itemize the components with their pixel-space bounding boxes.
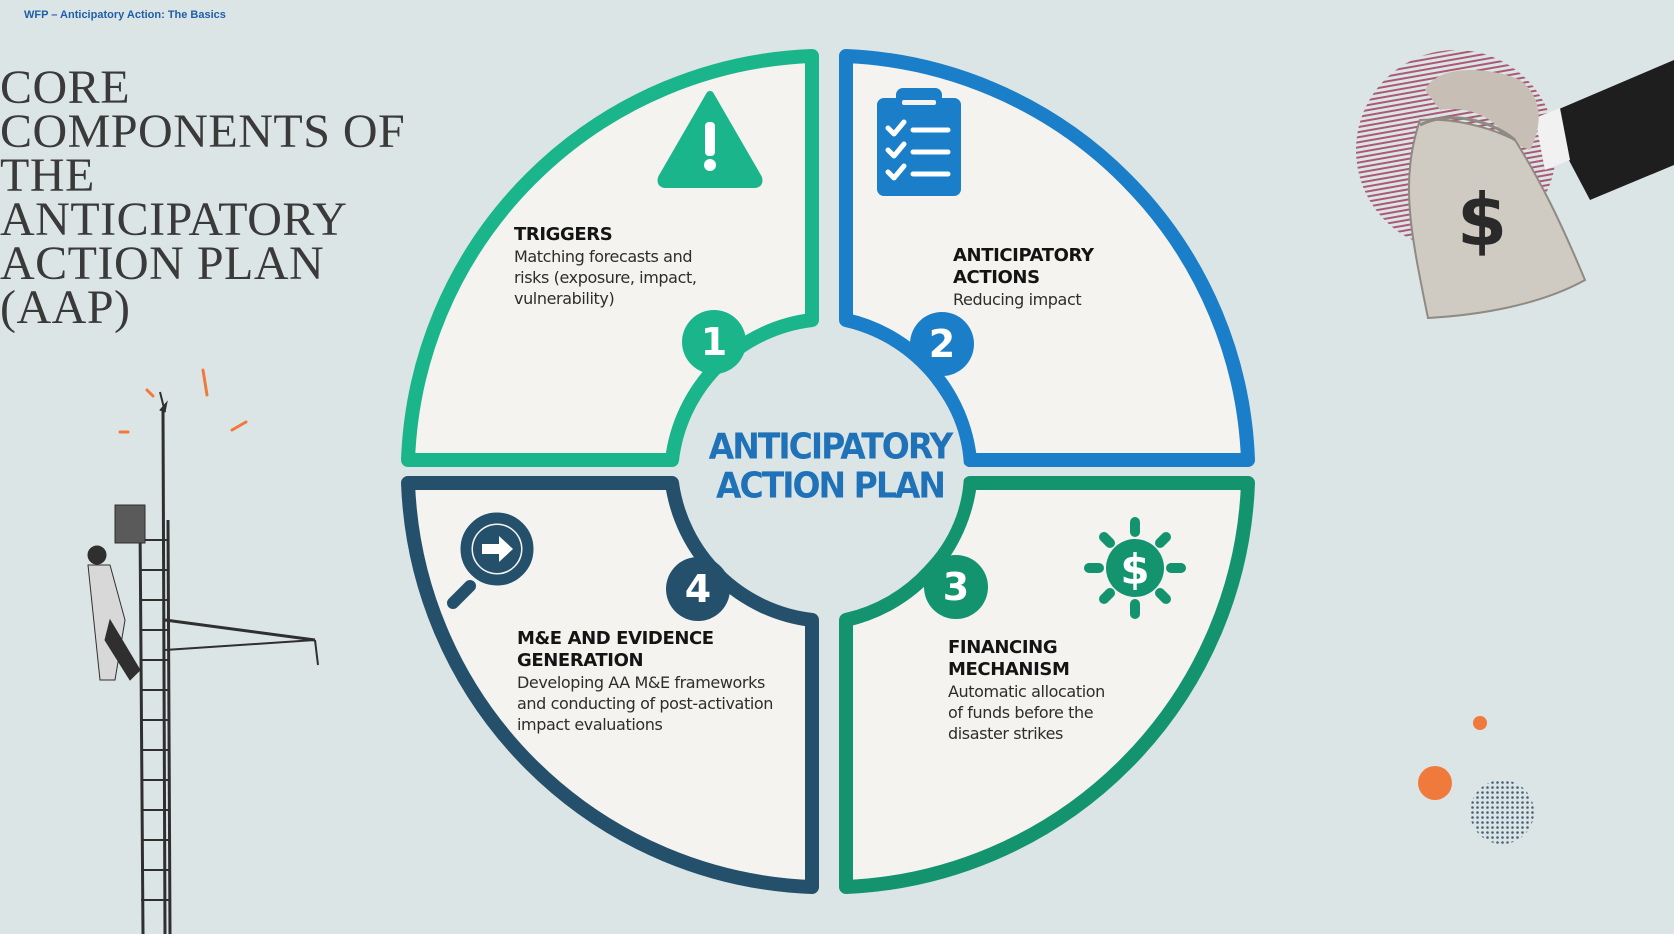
- page-title: CORE COMPONENTS OF THE ANTICIPATORY ACTI…: [0, 61, 460, 334]
- title-line: ACTION PLAN: [0, 237, 325, 290]
- triggers-desc-line: vulnerability): [514, 289, 615, 308]
- center-title-line: ANTICIPATORY: [708, 424, 954, 468]
- dollar-sun-icon: $: [1084, 517, 1186, 619]
- weather-mast-illustration: [87, 391, 319, 934]
- svg-text:$: $: [1120, 545, 1149, 594]
- me-evidence-heading: GENERATION: [517, 650, 644, 671]
- step-number-2: 2: [910, 312, 974, 376]
- financing-mechanism-desc-line: of funds before the: [948, 703, 1094, 722]
- anticipatory-actions-text: ANTICIPATORY ACTIONS Reducing impact: [953, 245, 1153, 310]
- dollar-sign-text: $: [1457, 178, 1507, 262]
- me-evidence-text: M&E AND EVIDENCE GENERATION Developing A…: [517, 628, 802, 735]
- me-evidence-heading: M&E AND EVIDENCE: [517, 628, 714, 649]
- triggers-desc-line: risks (exposure, impact,: [514, 268, 697, 287]
- triggers-desc-line: Matching forecasts and: [514, 247, 693, 266]
- warning-icon: [657, 91, 763, 188]
- financing-mechanism-heading: FINANCING: [948, 637, 1058, 658]
- center-hub: [694, 336, 964, 606]
- step-number-3: 3: [924, 555, 988, 619]
- anticipatory-actions-desc-line: Reducing impact: [953, 290, 1082, 309]
- magnifier-arrow-icon: [447, 512, 534, 609]
- money-bag-illustration: $: [1407, 60, 1674, 320]
- title-line: (AAP): [0, 281, 131, 334]
- clipboard-checklist-icon: [877, 88, 961, 196]
- me-evidence-desc-line: and conducting of post-activation: [517, 694, 773, 713]
- anticipatory-actions-heading: ACTIONS: [953, 267, 1040, 288]
- triggers-text: TRIGGERS Matching forecasts and risks (e…: [514, 224, 724, 309]
- center-title-line: ACTION PLAN: [715, 463, 946, 506]
- triggers-heading: TRIGGERS: [514, 224, 613, 245]
- header-title: WFP – Anticipatory Action: The Basics: [24, 9, 226, 21]
- center-title: ANTICIPATORY ACTION PLAN: [700, 427, 960, 505]
- title-line: THE: [0, 149, 95, 202]
- financing-mechanism-heading: MECHANISM: [948, 659, 1070, 680]
- me-evidence-desc-line: Developing AA M&E frameworks: [517, 673, 765, 692]
- signal-marks: [118, 368, 248, 434]
- dot-decorations: [1418, 716, 1534, 844]
- financing-mechanism-desc-line: Automatic allocation: [948, 682, 1105, 701]
- step-number-1: 1: [682, 310, 746, 374]
- title-line: COMPONENTS OF: [0, 105, 406, 158]
- financing-mechanism-text: FINANCING MECHANISM Automatic allocation…: [948, 637, 1148, 744]
- financing-mechanism-desc-line: disaster strikes: [948, 724, 1063, 743]
- me-evidence-desc-line: impact evaluations: [517, 715, 663, 734]
- step-number-4: 4: [666, 557, 730, 621]
- title-line: ANTICIPATORY: [0, 193, 348, 246]
- title-line: CORE: [0, 61, 131, 114]
- anticipatory-actions-heading: ANTICIPATORY: [953, 245, 1094, 266]
